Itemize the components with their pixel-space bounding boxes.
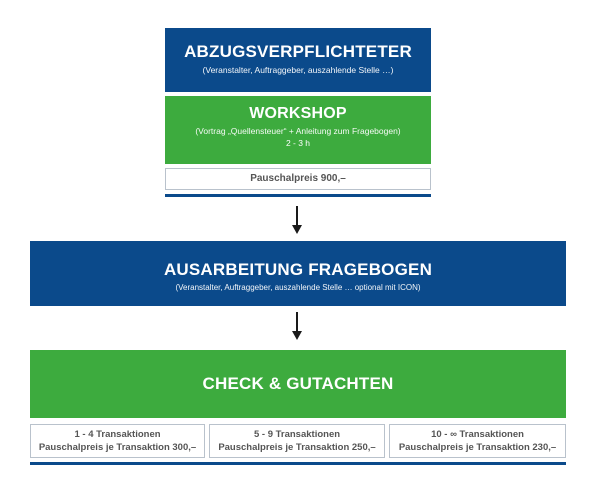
down-arrow-icon	[292, 312, 302, 340]
workshop-duration: 2 - 3 h	[285, 138, 311, 148]
abzugsverpflichteter-subtitle: (Veranstalter, Auftraggeber, auszahlende…	[202, 65, 394, 75]
workshop-box: WORKSHOP (Vortrag „Quellensteuer“ + Anle…	[165, 96, 431, 164]
workshop-subtitle: (Vortrag „Quellensteuer“ + Anleitung zum…	[195, 126, 401, 136]
check-divider	[30, 462, 566, 465]
pricing-tier: 1 - 4 Transaktionen Pauschalpreis je Tra…	[30, 424, 205, 458]
pricing-tier: 5 - 9 Transaktionen Pauschalpreis je Tra…	[209, 424, 385, 458]
workshop-price: Pauschalpreis 900,–	[165, 168, 431, 190]
tier-range: 10 - ∞ Transaktionen	[431, 429, 524, 440]
workshop-divider	[165, 194, 431, 197]
ausarbeitung-box: AUSARBEITUNG FRAGEBOGEN (Veranstalter, A…	[30, 241, 566, 306]
tier-range: 5 - 9 Transaktionen	[253, 429, 341, 440]
abzugsverpflichteter-title: ABZUGSVERPFLICHTETER	[184, 42, 412, 61]
arrow-stem	[296, 312, 298, 332]
down-arrow-icon	[292, 206, 302, 234]
ausarbeitung-subtitle: (Veranstalter, Auftraggeber, auszahlende…	[175, 283, 421, 292]
arrow-stem	[296, 206, 298, 226]
pricing-tier: 10 - ∞ Transaktionen Pauschalpreis je Tr…	[389, 424, 566, 458]
tier-range: 1 - 4 Transaktionen	[74, 429, 161, 440]
arrow-head	[292, 331, 302, 340]
ausarbeitung-title: AUSARBEITUNG FRAGEBOGEN	[163, 260, 433, 279]
tier-price: Pauschalpreis je Transaktion 250,–	[218, 442, 376, 453]
check-gutachten-title: CHECK & GUTACHTEN	[202, 374, 394, 393]
tier-price: Pauschalpreis je Transaktion 300,–	[38, 442, 197, 453]
arrow-head	[292, 225, 302, 234]
check-gutachten-box: CHECK & GUTACHTEN	[30, 350, 566, 418]
workshop-title: WORKSHOP	[249, 105, 347, 122]
abzugsverpflichteter-box: ABZUGSVERPFLICHTETER (Veranstalter, Auft…	[165, 28, 431, 92]
tier-price: Pauschalpreis je Transaktion 230,–	[398, 442, 557, 453]
